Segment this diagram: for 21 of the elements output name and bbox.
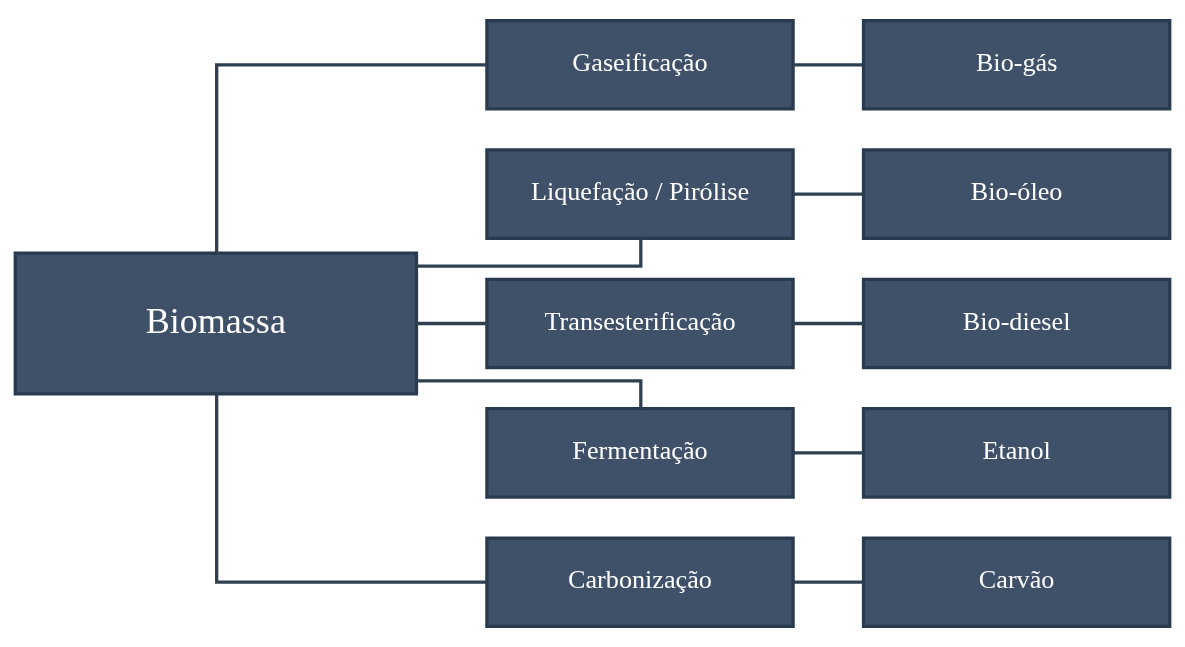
connector	[416, 379, 643, 409]
node-box: Transesterificação	[485, 277, 795, 370]
node-box: Carvão	[861, 536, 1172, 629]
node-box: Biomassa	[13, 251, 419, 396]
connector	[793, 580, 863, 584]
node-box: Carbonização	[485, 536, 795, 629]
node-box: Bio-óleo	[861, 148, 1172, 240]
node-box: Gaseificação	[485, 18, 795, 111]
node-box: Etanol	[861, 407, 1172, 499]
connector	[793, 63, 863, 67]
connector	[215, 63, 487, 253]
node-box: Fermentação	[485, 407, 795, 499]
connector	[793, 192, 863, 196]
connector	[793, 451, 863, 455]
connector	[416, 238, 643, 268]
node-box: Bio-diesel	[861, 277, 1172, 370]
connector	[416, 321, 487, 326]
connector	[793, 321, 863, 326]
node-box: Bio-gás	[861, 18, 1172, 111]
node-box: Liquefação / Pirólise	[485, 148, 795, 240]
connector	[215, 394, 487, 584]
